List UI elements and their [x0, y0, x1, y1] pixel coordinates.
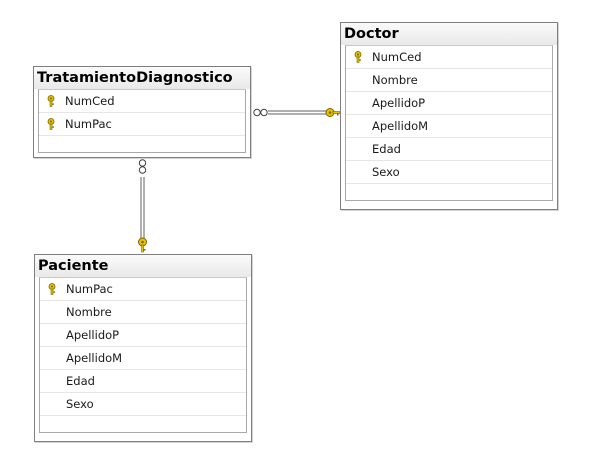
table-title[interactable]: Doctor	[341, 23, 557, 45]
many-end-icon	[253, 108, 268, 117]
relationship-tratamiento-paciente[interactable]	[138, 159, 147, 253]
primary-key-icon	[47, 118, 55, 130]
column-name: Sexo	[66, 397, 94, 411]
column-list: NumPac Nombre ApellidoP ApellidoM Edad S…	[39, 277, 247, 433]
column-name: Edad	[372, 142, 401, 156]
column-row[interactable]: Edad	[40, 370, 246, 393]
column-name: NumPac	[65, 117, 112, 131]
empty-row	[39, 136, 245, 152]
table-title[interactable]: Paciente	[35, 255, 251, 277]
one-end-key-icon	[138, 237, 147, 253]
column-row[interactable]: Sexo	[346, 161, 552, 184]
table-tratamientodiagnostico[interactable]: TratamientoDiagnostico NumCed NumPac	[33, 66, 251, 158]
primary-key-icon	[48, 283, 56, 295]
column-name: ApellidoM	[372, 119, 429, 133]
column-row[interactable]: ApellidoM	[346, 115, 552, 138]
column-name: ApellidoM	[66, 351, 123, 365]
primary-key-icon	[47, 95, 55, 107]
column-row[interactable]: ApellidoM	[40, 347, 246, 370]
relationship-tratamiento-doctor[interactable]	[253, 108, 341, 117]
one-end-key-icon	[325, 108, 341, 117]
column-row[interactable]: ApellidoP	[40, 324, 246, 347]
column-row[interactable]: Nombre	[40, 301, 246, 324]
table-title[interactable]: TratamientoDiagnostico	[34, 67, 250, 89]
empty-row	[40, 416, 246, 432]
column-row[interactable]: Sexo	[40, 393, 246, 416]
column-row[interactable]: NumCed	[346, 46, 552, 69]
column-row[interactable]: ApellidoP	[346, 92, 552, 115]
column-name: NumPac	[66, 282, 113, 296]
empty-row	[346, 184, 552, 200]
column-name: ApellidoP	[66, 328, 120, 342]
column-row[interactable]: NumPac	[39, 113, 245, 136]
column-name: Edad	[66, 374, 95, 388]
column-row[interactable]: Nombre	[346, 69, 552, 92]
column-row[interactable]: NumPac	[40, 278, 246, 301]
column-name: Sexo	[372, 165, 400, 179]
column-list: NumCed Nombre ApellidoP ApellidoM Edad S…	[345, 45, 553, 201]
column-list: NumCed NumPac	[38, 89, 246, 153]
table-doctor[interactable]: Doctor NumCed Nombre ApellidoP ApellidoM…	[340, 22, 558, 210]
column-name: Nombre	[66, 305, 112, 319]
column-row[interactable]: NumCed	[39, 90, 245, 113]
many-end-icon	[138, 159, 147, 174]
primary-key-icon	[354, 51, 362, 63]
column-name: Nombre	[372, 73, 418, 87]
table-paciente[interactable]: Paciente NumPac Nombre ApellidoP Apellid…	[34, 254, 252, 442]
column-name: NumCed	[372, 50, 422, 64]
column-row[interactable]: Edad	[346, 138, 552, 161]
column-name: NumCed	[65, 94, 115, 108]
column-name: ApellidoP	[372, 96, 426, 110]
